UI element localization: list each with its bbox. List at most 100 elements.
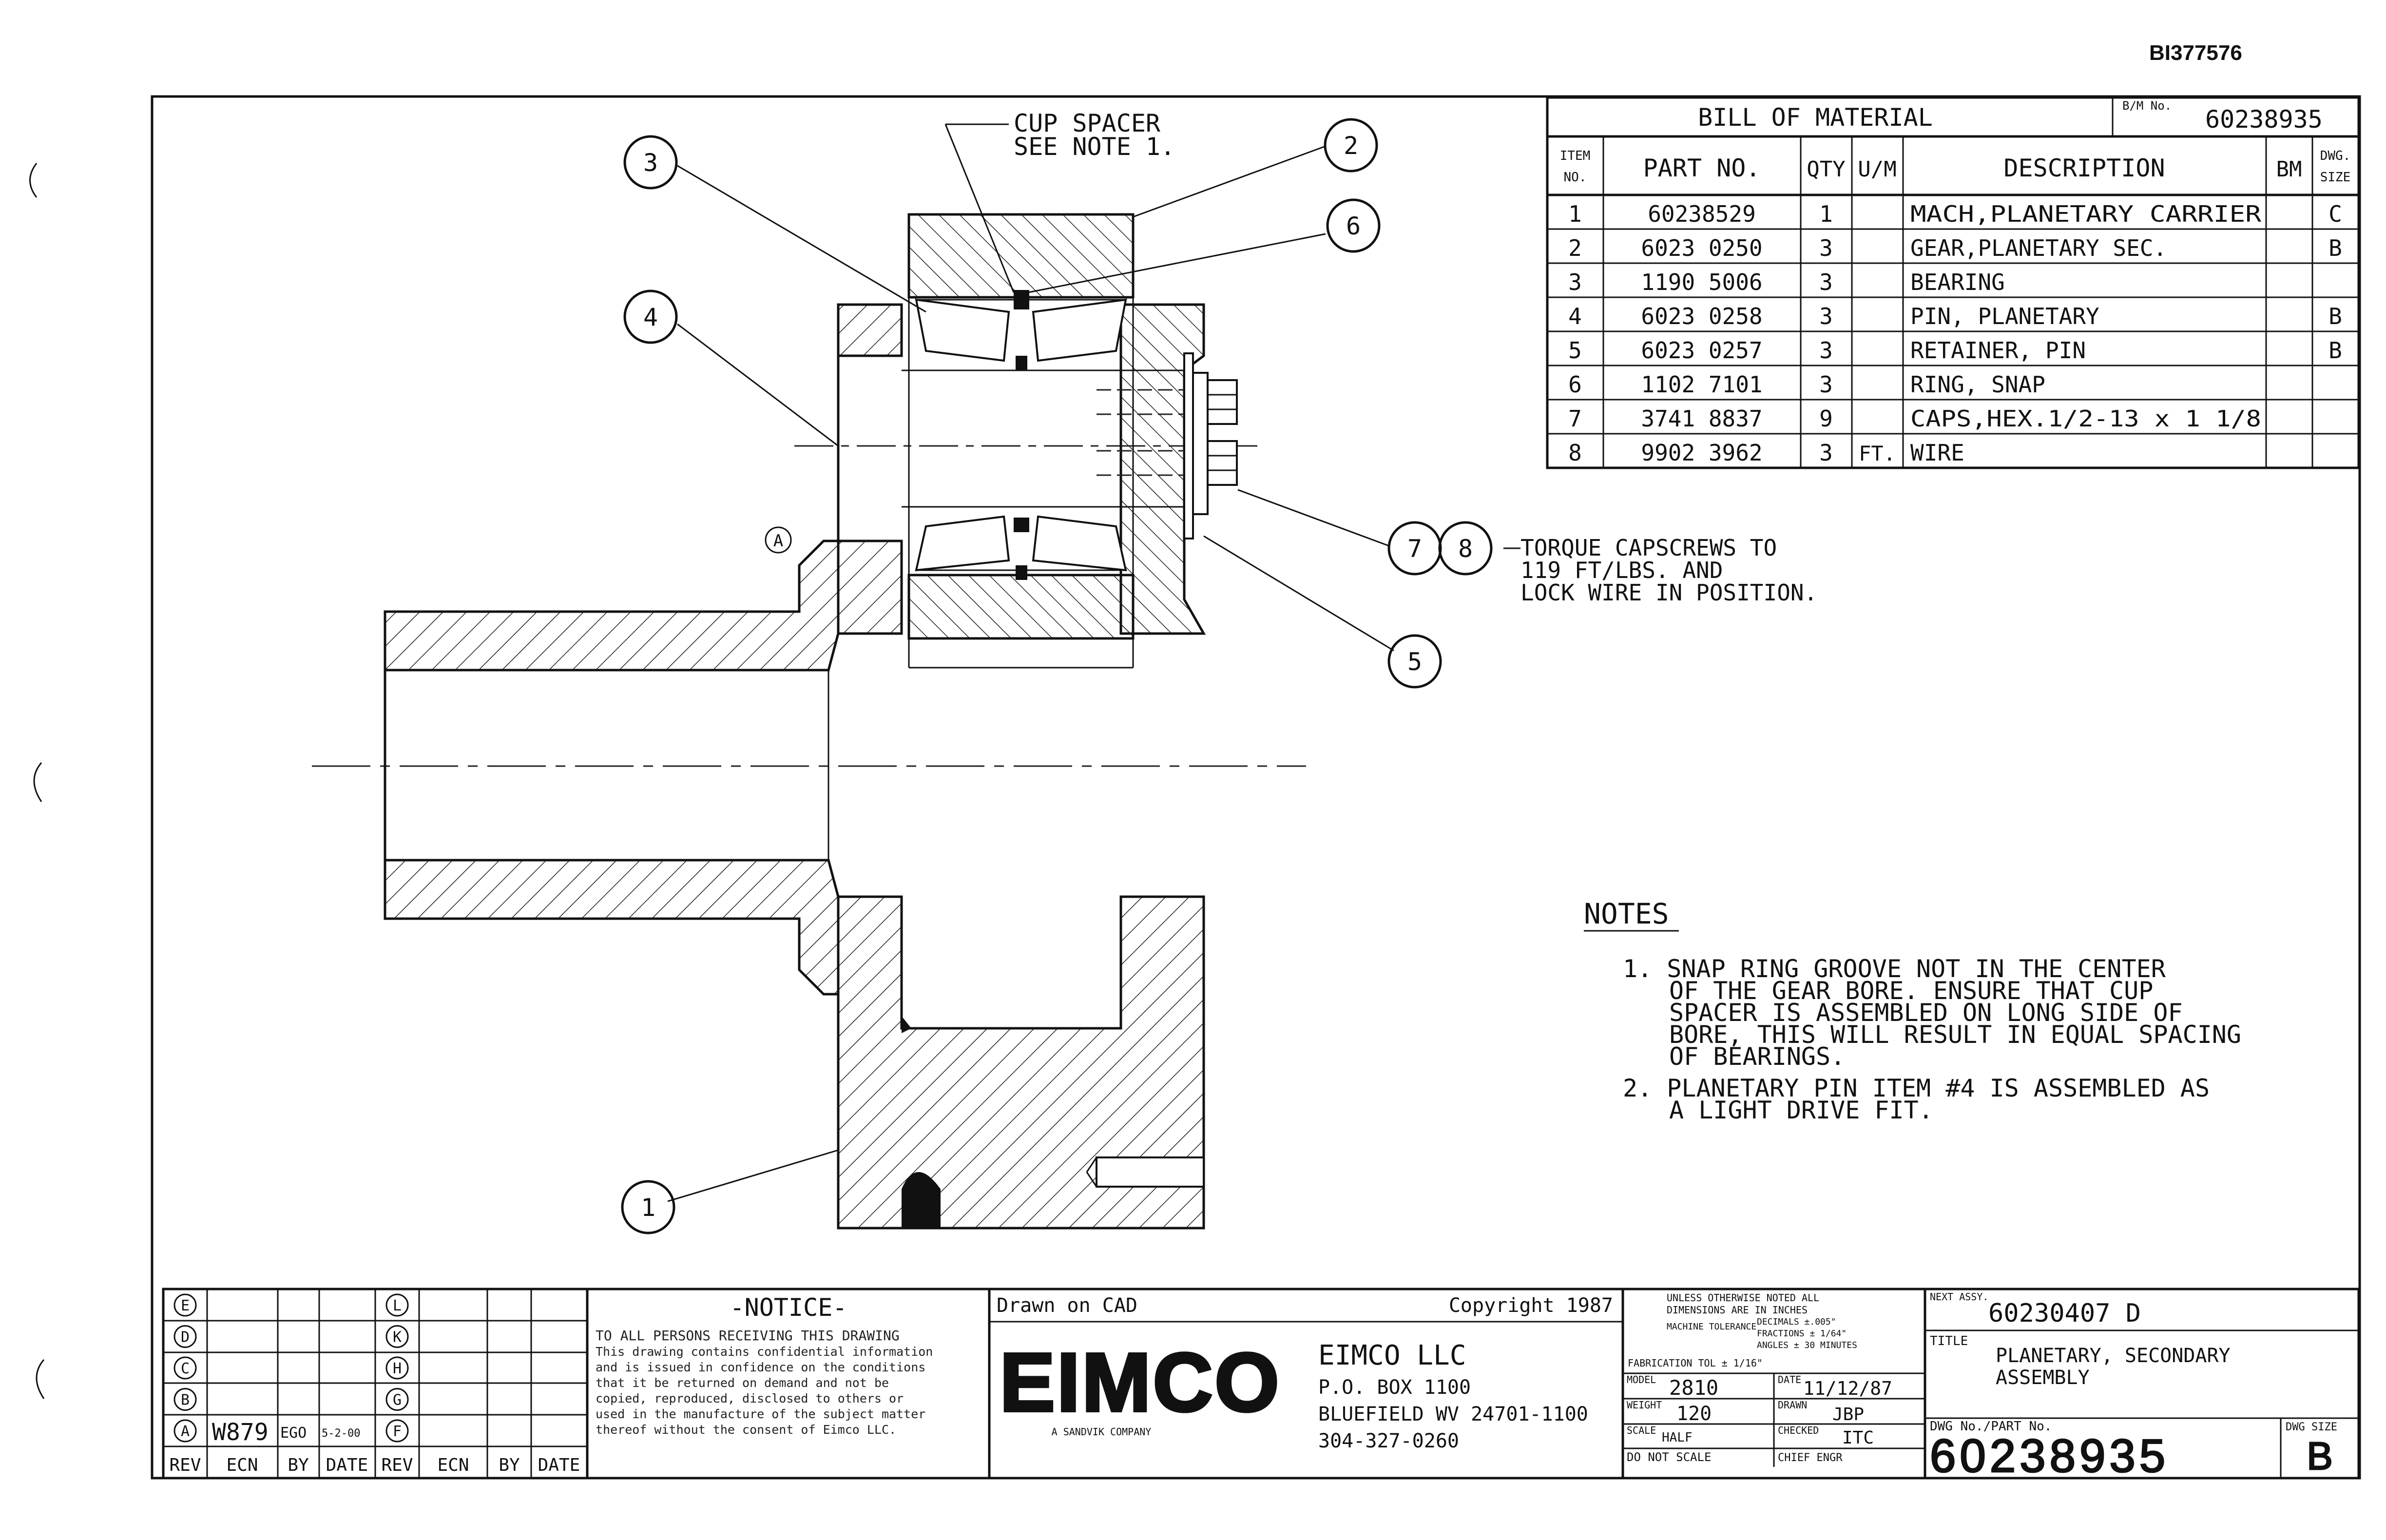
bom-qty: 3 [1819,303,1833,329]
bom-header-size2: SIZE [2320,170,2351,185]
checked-value: ITC [1842,1428,1874,1448]
callout-4: 4 [623,289,678,344]
do-not-scale: DO NOT SCALE [1627,1450,1711,1464]
bom-item-no: 2 [1568,235,1582,261]
rev-letter-circle [385,1293,409,1317]
bom-description: WIRE [1910,440,1964,466]
tol-line-2: DIMENSIONS ARE IN INCHES [1667,1304,1808,1316]
bom-qty: 9 [1819,405,1833,432]
callout-2: 2 [1324,118,1378,173]
tol-line-7: FABRICATION TOL ± 1/16" [1628,1357,1763,1369]
cup-spacer-note: SEE NOTE 1. [1014,133,1175,161]
note-1-line-1: 1. SNAP RING GROOVE NOT IN THE CENTER [1623,955,2166,983]
rev-letter: D [181,1329,190,1346]
callout-1: 1 [621,1180,675,1234]
rev-footer-label: BY [499,1455,520,1475]
notice-line: copied, reproduced, disclosed to others … [596,1391,904,1405]
bom-header-part: PART NO. [1643,154,1761,182]
bom-header-um: U/M [1858,157,1896,182]
checked-label: CHECKED [1778,1424,1819,1436]
bom-title: BILL OF MATERIAL [1698,103,1933,132]
scale-label: SCALE [1627,1424,1656,1436]
date-label: DATE [1778,1374,1801,1386]
title-line-2: ASSEMBLY [1996,1367,2090,1389]
bom-dwg-size: B [2328,235,2342,261]
weight-label: WEIGHT [1627,1399,1662,1411]
bom-part-no: 6023 0250 [1641,235,1762,261]
rev-a-ecn: W879 [212,1419,269,1446]
model-value: 2810 [1669,1376,1718,1400]
note-1-line-2: OF THE GEAR BORE. ENSURE THAT CUP [1669,977,2153,1005]
bill-of-material-table: BILL OF MATERIAL B/M No. 60238935 ITEM N… [1546,96,2360,469]
rev-letter: K [393,1329,402,1346]
rev-letter-circle [173,1356,197,1380]
binding-mark [33,762,42,802]
bom-description: PIN, PLANETARY [1910,303,2099,329]
next-assy-value: 60230407 D [1988,1299,2141,1328]
bom-part-no: 6023 0257 [1641,337,1762,364]
binding-mark [29,163,38,198]
bom-item-no: 7 [1568,405,1582,432]
company-city: BLUEFIELD WV 24701-1100 [1318,1403,1588,1425]
title-label: TITLE [1930,1334,1968,1348]
bom-qty: 3 [1819,269,1833,295]
bom-part-no: 6023 0258 [1641,303,1762,329]
bom-part-no: 60238529 [1648,201,1756,227]
rev-letter-circle [173,1325,197,1348]
note-2-line-1: 2. PLANETARY PIN ITEM #4 IS ASSEMBLED AS [1623,1074,2210,1102]
notice-line: that it be returned on demand and not be [596,1376,889,1390]
rev-letter-circle [385,1325,409,1348]
torque-note-line1: TORQUE CAPSCREWS TO [1520,535,1777,561]
rev-letter: H [393,1360,402,1377]
eimco-logo: EIMCO [1000,1336,1281,1429]
svg-text:A: A [773,531,783,551]
bom-item-no: 6 [1568,371,1582,398]
bom-dwg-size: B [2328,303,2342,329]
company-name: EIMCO LLC [1318,1340,1466,1371]
bom-part-no: 9902 3962 [1641,440,1762,466]
rev-letter: E [181,1297,190,1314]
scale-value: HALF [1662,1430,1693,1445]
drawn-label: DRAWN [1778,1399,1807,1411]
note-1-line-3: SPACER IS ASSEMBLED ON LONG SIDE OF [1669,999,2183,1027]
rev-letter-circle [385,1419,409,1443]
bom-um: FT. [1859,442,1896,465]
bom-description: RETAINER, PIN [1910,337,2086,364]
assembly-section-view [312,123,1520,1230]
rev-letter: B [181,1392,190,1409]
svg-text:3: 3 [643,149,658,177]
note-2-line-2: A LIGHT DRIVE FIT. [1669,1096,1933,1124]
callout-a: A [765,526,792,554]
rev-letter: L [393,1297,402,1314]
company-phone: 304-327-0260 [1318,1430,1459,1452]
svg-text:5: 5 [1407,648,1422,676]
bom-qty: 3 [1819,337,1833,364]
rev-footer-label: REV [169,1455,201,1475]
logo-subtitle: A SANDVIK COMPANY [1052,1426,1152,1438]
rev-footer-label: ECN [437,1455,469,1475]
bom-description: MACH,PLANETARY CARRIER [1910,201,2261,227]
rev-letter-circle [385,1388,409,1411]
rev-letter-circle [173,1419,197,1443]
bom-header-item: ITEM [1560,149,1591,163]
bom-dwg-size: C [2328,201,2342,227]
bom-header-bm: BM [2276,157,2302,182]
dwg-no-label: DWG No./PART No. [1930,1419,2052,1434]
bom-item-no: 5 [1568,337,1582,364]
tol-line-6: ANGLES ± 30 MINUTES [1757,1340,1857,1350]
next-assy-label: NEXT ASSY. [1930,1291,1988,1303]
bom-item-no: 3 [1568,269,1582,295]
bom-description: BEARING [1910,269,2005,295]
binding-mark [36,1359,45,1399]
drawn-on-cad: Drawn on CAD [997,1294,1137,1317]
dwg-size-label: DWG SIZE [2286,1421,2337,1433]
svg-text:7: 7 [1407,535,1422,563]
bom-number: 60238935 [2205,105,2323,134]
tol-line-5: FRACTIONS ± 1/64" [1757,1328,1847,1339]
note-1-line-4: BORE, THIS WILL RESULT IN EQUAL SPACING [1669,1020,2241,1049]
bom-number-label: B/M No. [2122,99,2172,113]
callout-3: 3 [623,135,678,190]
rev-a-date: 5-2-00 [322,1427,360,1440]
bom-qty: 3 [1819,235,1833,261]
